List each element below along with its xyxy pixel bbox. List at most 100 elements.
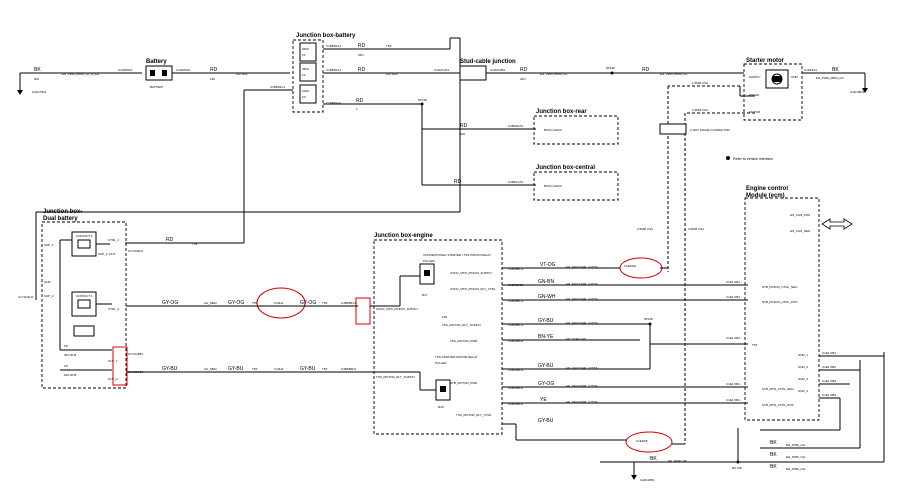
rd2-label: RD: [358, 67, 366, 73]
gy-bu-1: GY-BU: [162, 366, 178, 372]
ctrl1-label: CTRL_1: [108, 238, 120, 242]
ecm-conn-2: C1E1 SB1: [726, 295, 740, 299]
rd1-label: RD: [210, 67, 218, 73]
ecm-stb4: STB_MTR_CTRL_POS: [762, 403, 794, 407]
stud-title: Stud-cable junction: [460, 59, 516, 65]
rd3-num: 1: [356, 107, 358, 111]
ecm-gnd4: GND_4: [798, 389, 808, 393]
relay-conv-pulled: PULLED: [423, 259, 436, 263]
battery-conn-r: C1D205A1: [176, 68, 191, 72]
gy-bu-r: GY-BU: [538, 318, 554, 324]
junction-box-battery: [292, 39, 324, 113]
jb-rear-conn: C4BFR1A1: [508, 124, 524, 128]
rd-stud-num: 32N: [520, 77, 526, 81]
gy-bu-3: GY-BU: [300, 366, 316, 372]
relay-r17-coil-icon: [424, 270, 430, 276]
starter-pinion: PINION: [749, 93, 759, 97]
ye: YE: [540, 397, 547, 403]
jb-rear-loads: BCM LOADS: [544, 128, 562, 132]
contact1-label: CONTACT 1: [76, 294, 93, 298]
jb-central-title: Junction box-central: [536, 165, 595, 171]
petrol1-label: PETROL: [236, 72, 248, 76]
relay-tss: TSS STARTER MOTOR RELAY: [435, 355, 478, 359]
ground-right-icon: [862, 88, 868, 93]
ctrl2-label: CTRL_2: [108, 307, 120, 311]
gy-og-2: GY-OG: [228, 300, 244, 306]
engine-control-module: [744, 197, 820, 421]
f20-label: F20: [442, 315, 448, 319]
tss-pwr: TSS_MOTOR_PWR: [450, 339, 478, 343]
ew-a: EN_ENGSTAR_LOTSS: [566, 265, 598, 269]
stud-cable-junction: [459, 65, 487, 81]
ew-c: EN_ENGSTAR_LOTSS: [566, 297, 598, 301]
battery-conn-l: C1D205A1: [118, 68, 133, 72]
ew-b: EN_ENGSTAR_LOTSS: [566, 282, 598, 286]
bk-b1-wire: EN_PWR_MD: [668, 459, 688, 463]
wire-15mm-b: 1.5MM CSA: [692, 108, 708, 112]
ecm-conn-3: C1E1 SB1: [726, 336, 740, 340]
relay-conv: CONVENTIONAL STARTER / TSS PINION RELAY: [423, 253, 491, 257]
bk-right-wire: EN_PWR_MDM_GC: [816, 76, 845, 80]
splice-dot: [610, 71, 614, 75]
vt-og: VT-OG: [540, 262, 556, 268]
sup2-label: SUP_2: [44, 294, 54, 298]
rd3-label: RD: [356, 98, 364, 104]
jb-central-loads: BCM LOADS: [544, 184, 562, 188]
ecm-gnd3: GND_3: [798, 377, 808, 381]
gy-bu-2: GY-BU: [228, 366, 244, 372]
tss-sup: TSS_MOTOR_RLY_SUPPLY: [442, 323, 481, 327]
ecm-gnd-c1: C1E1 SB1: [822, 351, 836, 355]
jb-battery-conn-b: C1BFB1A1: [326, 68, 341, 72]
r17-label: R17: [422, 293, 428, 297]
eng-conn-7: C4BFB6D1: [508, 386, 524, 390]
ground-bottom-code: G1D13081: [640, 478, 655, 482]
f8-label: F8: [64, 344, 68, 348]
starter-motor-box: [743, 63, 803, 121]
rd-top-wire: T5X: [386, 44, 392, 48]
ecm-gnd-c2: C1E1 SB2: [822, 365, 836, 369]
ecm-conn-5: C1E1 SB1: [726, 398, 740, 402]
gy-og-3: GY-OG: [300, 300, 316, 306]
c10h-2: C10H2: [274, 367, 284, 371]
junction-box-rear: [533, 115, 619, 145]
ecm-stb2: STB_PINION_CTRL_POS: [762, 300, 797, 304]
bk-b2: BK: [770, 440, 777, 446]
jb-rear-rd: RD: [460, 123, 468, 129]
ground-right-code: G1D18041: [850, 90, 865, 94]
f9-label: F9: [64, 364, 68, 368]
ew-h: EN_STAR_MD: [566, 337, 587, 341]
ecm-stb3: STB_MTR_CTRL_NEG: [762, 387, 794, 391]
jb-engine-conn-a: C4BFB6C1: [341, 301, 357, 305]
ground-left-icon: [17, 90, 23, 95]
rd3-code: 5P138: [418, 98, 427, 102]
jb-engine-conn-b: C4BFB6D1: [341, 367, 357, 371]
sp-code: 5P138: [606, 66, 615, 70]
stud-conn-l: C1D2C2A1: [434, 68, 450, 72]
gn-bn: GN-BN: [538, 279, 555, 285]
battery-cell-icon: [162, 70, 167, 76]
inline-c1: C1EPHN: [624, 264, 636, 268]
fuse-f2: F2: [302, 73, 306, 77]
ecm-hs-can-p: HS_CAN_POS: [790, 213, 810, 217]
csa-b: 2.5MM CSA: [688, 227, 704, 231]
starter-core-icon: [772, 76, 782, 82]
ecm-hs-can-n: HS_CAN_NEG: [790, 229, 811, 233]
bk-b2-wire: EN_PWR_GG: [786, 443, 806, 447]
ecm-stb1: STB_PINION_CTRL_NEG: [762, 285, 798, 289]
rd1-num: 160: [210, 77, 215, 81]
fuse-box-1: [299, 42, 317, 62]
tss-sup-in: TSS_MOTOR_RLY_SUPPLY: [376, 375, 415, 379]
highlight-dual-out: [112, 346, 128, 386]
starter-title: Starter motor: [746, 58, 785, 64]
ecm-gnd-c3: C1E1 SB3: [822, 379, 836, 383]
dual-conn-b: C1Y1D4B1: [128, 352, 143, 356]
rd-start-label: RD: [642, 67, 650, 73]
bk-left-num: 300: [34, 77, 39, 81]
jb-battery-conn-d: C1BFB1H1: [326, 101, 342, 105]
dual-conn-a: C1Y1D4D1: [128, 249, 144, 253]
f8-amps: 30A 30 B: [64, 353, 76, 357]
eng-conn-8: C4BFB6D1: [508, 402, 524, 406]
highlight-c1efr5: [625, 431, 673, 453]
left-conn: C1Y1D4H1: [18, 295, 34, 299]
